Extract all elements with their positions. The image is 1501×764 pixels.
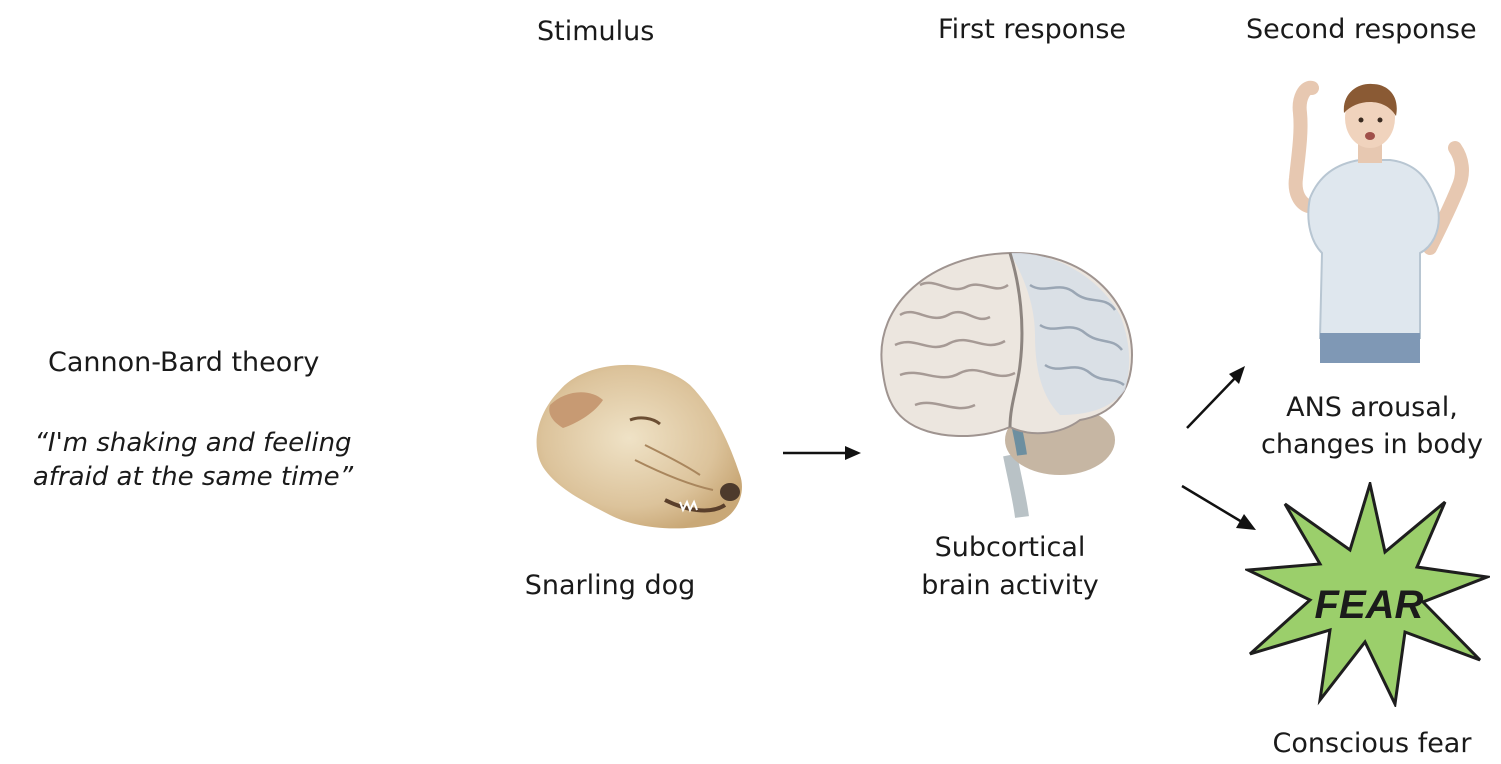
brain-activity-label-line-1: Subcortical <box>905 532 1115 564</box>
fear-burst-illustration: FEAR <box>1245 482 1490 707</box>
brain-activity-label-line-2: brain activity <box>905 570 1115 602</box>
stimulus-label: Snarling dog <box>505 570 715 602</box>
arrow-stimulus-to-brain <box>783 443 863 463</box>
arrow-brain-to-arousal <box>1183 362 1249 432</box>
arousal-label-line-1: ANS arousal, <box>1252 392 1492 424</box>
theory-quote-line-1: “I'm shaking and feeling <box>18 428 368 459</box>
brain-illustration <box>870 245 1140 520</box>
snarling-dog-illustration <box>515 350 755 550</box>
header-second-response: Second response <box>1246 14 1477 46</box>
header-stimulus: Stimulus <box>537 16 654 48</box>
fear-burst-text: FEAR <box>1315 583 1424 627</box>
conscious-fear-label: Conscious fear <box>1262 728 1482 760</box>
theory-title: Cannon-Bard theory <box>48 347 319 379</box>
theory-quote-line-2: afraid at the same time” <box>18 462 368 493</box>
person-illustration <box>1270 78 1480 368</box>
header-first-response: First response <box>938 14 1126 46</box>
arousal-label-line-2: changes in body <box>1252 429 1492 461</box>
